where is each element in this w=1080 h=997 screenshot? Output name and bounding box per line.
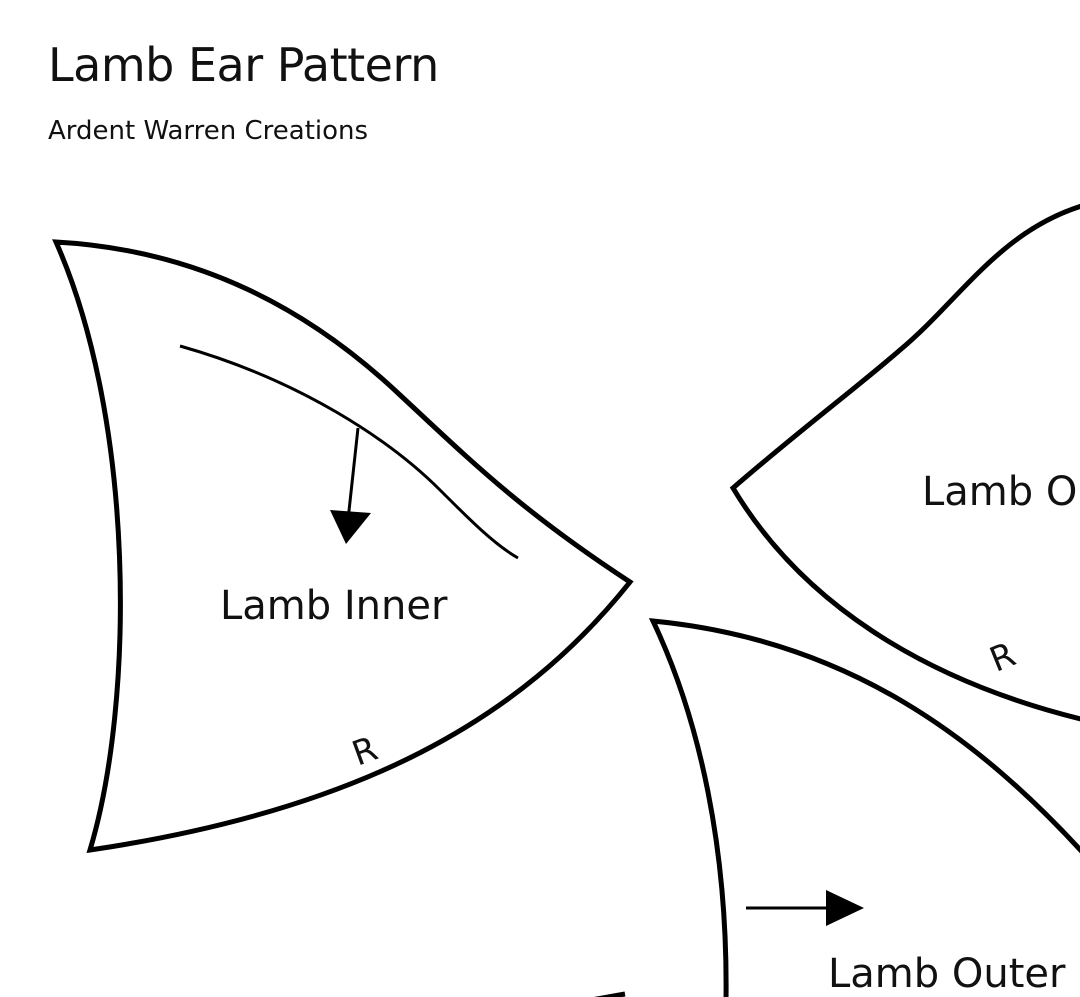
piece-lamb-outer-bottom: Lamb Outer <box>593 618 1080 997</box>
lamb-inner-label: Lamb Inner <box>220 583 448 629</box>
lamb-outer-bottom-outline <box>648 618 1080 997</box>
page-title: Lamb Ear Pattern <box>48 38 439 92</box>
lamb-inner-outline <box>52 239 634 854</box>
lamb-outer-bottom-label: Lamb Outer <box>828 951 1066 997</box>
piece-lamb-inner: Lamb Inner R <box>52 239 634 854</box>
page-subtitle: Ardent Warren Creations <box>48 116 369 146</box>
lamb-outer-right-r-mark: R <box>984 635 1021 681</box>
piece-lamb-outer-right: Lamb O R <box>729 204 1080 722</box>
lamb-outer-grain-arrow-head <box>826 890 864 926</box>
lamb-outer-right-label: Lamb O <box>922 469 1077 515</box>
lamb-inner-grain-arrow-shaft <box>346 427 360 521</box>
lamb-outer-right-outline <box>729 204 1080 722</box>
lamb-outer-bottom-edge-fragment <box>593 991 626 997</box>
lamb-inner-grain-arrow-head <box>330 510 371 544</box>
lamb-inner-fold-line <box>179 344 519 560</box>
lamb-inner-r-mark: R <box>347 729 383 775</box>
